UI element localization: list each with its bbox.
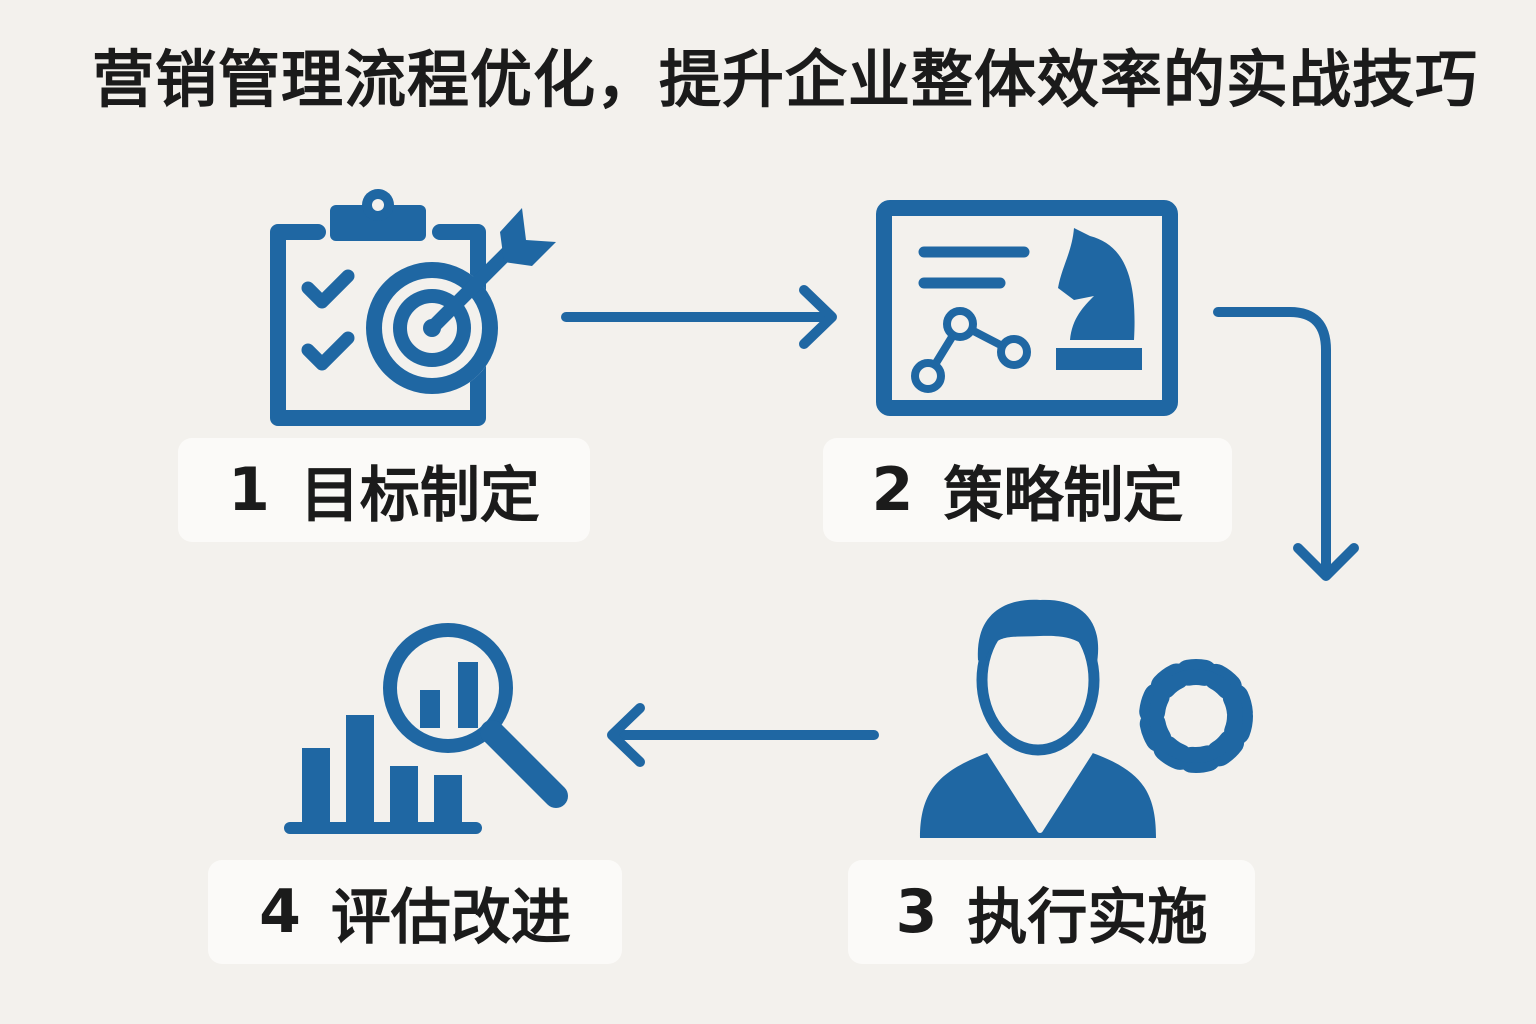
step-number: 1 [228,455,270,525]
clipboard-target-icon [270,189,556,426]
arrow-left-icon [607,703,879,767]
person-gear-icon [920,599,1253,838]
step-title: 评估改进 [330,882,571,953]
arrow-right-icon [561,285,837,349]
step-number: 3 [895,877,938,947]
strategy-board-chess-icon [876,200,1178,416]
step-number: 4 [259,877,301,947]
step-title: 策略制定 [943,460,1184,531]
chart-magnifier-icon [284,623,568,834]
arrow-down-curved-icon [1213,307,1359,581]
step-4-label: 4 评估改进 [208,860,622,964]
step-title: 目标制定 [299,460,540,531]
page-title: 营销管理流程优化，提升企业整体效率的实战技巧 [92,43,1479,116]
step-number: 2 [871,455,914,525]
step-3-label: 3 执行实施 [848,860,1255,964]
step-2-label: 2 策略制定 [823,438,1232,542]
step-1-label: 1 目标制定 [178,438,590,542]
step-title: 执行实施 [967,882,1208,953]
